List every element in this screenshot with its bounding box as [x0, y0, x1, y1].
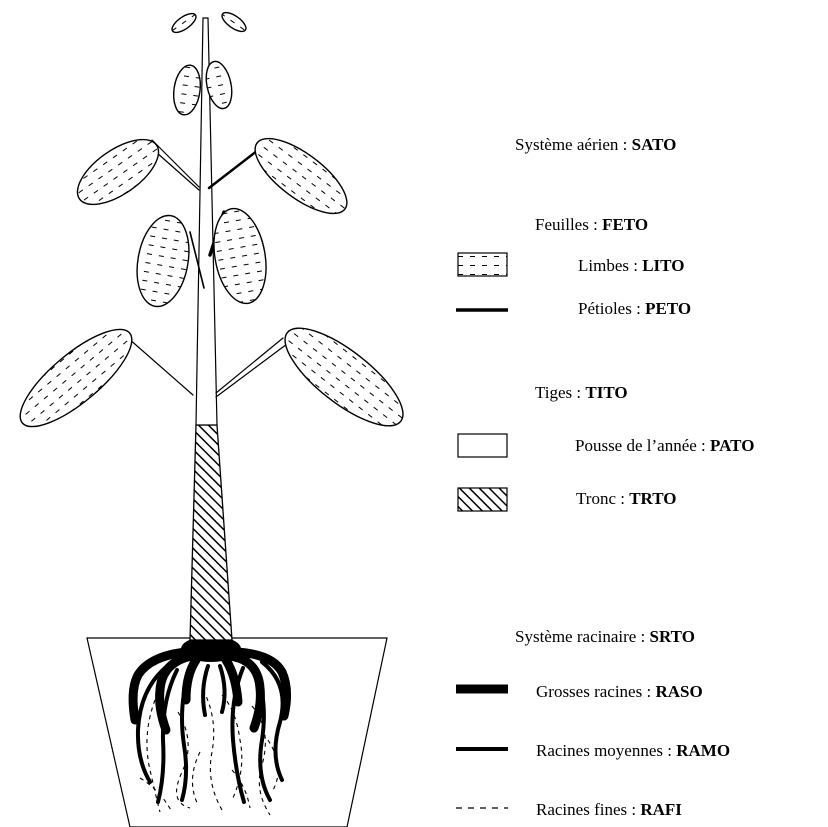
- legend-leaves-code: FETO: [602, 215, 648, 234]
- legend-trunk: Tronc : TRTO: [576, 490, 677, 507]
- legend-root-system: Système racinaire : SRTO: [515, 628, 695, 645]
- legend-stems-code: TITO: [585, 383, 627, 402]
- legend-petioles: Pétioles : PETO: [578, 300, 691, 317]
- pot: [87, 638, 387, 827]
- legend-root-system-label: Système racinaire :: [515, 627, 645, 646]
- legend-root-system-code: SRTO: [650, 627, 695, 646]
- legend-fine-roots: Racines fines : RAFI: [536, 801, 682, 818]
- legend-leaves: Feuilles : FETO: [535, 216, 648, 233]
- trunk-swatch: [458, 488, 507, 511]
- shoot-swatch: [458, 434, 507, 457]
- legend-trunk-label: Tronc :: [576, 489, 625, 508]
- legend-blades-label: Limbes :: [578, 256, 638, 275]
- legend-stems-label: Tiges :: [535, 383, 581, 402]
- legend-stems: Tiges : TITO: [535, 384, 628, 401]
- legend-fine-roots-code: RAFI: [640, 800, 682, 819]
- trunk: [190, 425, 232, 640]
- legend-shoot-label: Pousse de l’année :: [575, 436, 706, 455]
- legend-medium-roots: Racines moyennes : RAMO: [536, 742, 730, 759]
- legend-blades: Limbes : LITO: [578, 257, 684, 274]
- legend-shoot: Pousse de l’année : PATO: [575, 437, 754, 454]
- legend-trunk-code: TRTO: [629, 489, 676, 508]
- legend-aerial-label: Système aérien :: [515, 135, 627, 154]
- legend-petioles-code: PETO: [645, 299, 691, 318]
- legend-leaves-label: Feuilles :: [535, 215, 598, 234]
- legend-large-roots-label: Grosses racines :: [536, 682, 651, 701]
- legend-large-roots: Grosses racines : RASO: [536, 683, 703, 700]
- legend-aerial: Système aérien : SATO: [515, 136, 676, 153]
- legend-petioles-label: Pétioles :: [578, 299, 641, 318]
- legend-aerial-code: SATO: [632, 135, 677, 154]
- legend-blades-code: LITO: [642, 256, 684, 275]
- blades-swatch: [458, 253, 507, 276]
- legend-fine-roots-label: Racines fines :: [536, 800, 636, 819]
- legend-large-roots-code: RASO: [655, 682, 702, 701]
- legend-medium-roots-code: RAMO: [676, 741, 730, 760]
- legend-medium-roots-label: Racines moyennes :: [536, 741, 672, 760]
- legend-shoot-code: PATO: [710, 436, 754, 455]
